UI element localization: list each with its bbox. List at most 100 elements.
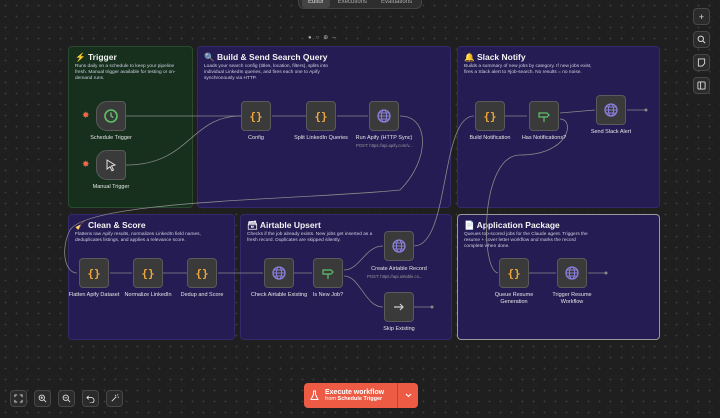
node-normalize[interactable]: {} xyxy=(133,258,163,288)
sticky-title: ⚡ Trigger xyxy=(75,52,117,62)
if-branch-icon xyxy=(322,269,334,279)
undo-icon xyxy=(86,395,95,403)
node-flatten[interactable]: {} xyxy=(79,258,109,288)
code-icon: {} xyxy=(483,109,497,123)
fit-view-button[interactable] xyxy=(10,390,27,407)
execute-from-node: Schedule Trigger xyxy=(337,396,383,402)
node-build-notification[interactable]: {} xyxy=(475,101,505,131)
node-subtitle: POST: https://api.airtable.co... xyxy=(367,274,423,279)
toggle-panel-button[interactable] xyxy=(693,77,710,94)
node-queue-resume[interactable]: {} xyxy=(499,258,529,288)
sticky-title: 🗃 Airtable Upsert xyxy=(247,220,321,230)
flask-icon xyxy=(310,390,319,400)
search-nodes-button[interactable] xyxy=(693,31,710,48)
node-check-airtable[interactable] xyxy=(264,258,294,288)
tab-executions[interactable]: Executions xyxy=(337,0,368,5)
panel-icon xyxy=(697,81,706,90)
add-sticky-button[interactable] xyxy=(693,54,710,71)
node-label: Queue Resume Generation xyxy=(494,292,534,305)
node-label: Manual Trigger xyxy=(92,184,130,190)
cursor-icon xyxy=(106,159,117,172)
trigger-bolt-icon: ✸ xyxy=(82,159,90,169)
sticky-body: Loads your search config (titles, locati… xyxy=(204,64,328,81)
node-subtitle: POST: https://api.apify.com/v... xyxy=(356,143,413,148)
globe-icon xyxy=(604,103,618,117)
sticky-body: Builds a summary of new jobs by category… xyxy=(464,64,592,75)
node-label: Create Airtable Record xyxy=(371,266,427,272)
search-icon xyxy=(697,35,706,44)
trigger-bolt-icon: ✸ xyxy=(82,110,90,120)
node-dedup[interactable]: {} xyxy=(187,258,217,288)
globe-icon xyxy=(272,266,286,280)
globe-icon xyxy=(565,266,579,280)
code-icon: {} xyxy=(314,109,328,123)
node-label: Run Apify (HTTP Sync) xyxy=(355,135,413,141)
node-label: Dedup and Score xyxy=(180,292,224,298)
node-create-record[interactable] xyxy=(384,231,414,261)
node-config[interactable]: {} xyxy=(241,101,271,131)
if-branch-icon xyxy=(538,112,550,122)
node-label: Skip Existing xyxy=(383,326,415,332)
pager-dot[interactable]: ○ xyxy=(315,35,320,41)
code-icon: {} xyxy=(87,266,101,280)
pager-dot[interactable]: – xyxy=(332,35,336,41)
sticky-note-icon xyxy=(697,58,706,67)
zoom-out-button[interactable] xyxy=(58,390,75,407)
fit-view-icon xyxy=(14,394,23,403)
node-split-queries[interactable]: {} xyxy=(306,101,336,131)
node-label: Is New Job? xyxy=(312,292,344,298)
globe-icon xyxy=(392,239,406,253)
node-label: Send Slack Alert xyxy=(590,129,632,135)
wand-icon xyxy=(111,394,119,402)
node-trigger-resume[interactable] xyxy=(557,258,587,288)
tab-evaluations[interactable]: Evaluations xyxy=(381,0,413,5)
zoom-out-icon xyxy=(62,394,71,403)
execute-label: Execute workflow xyxy=(325,389,385,396)
pager-dot[interactable]: ⊕ xyxy=(323,35,329,41)
node-label: Trigger Resume Workflow xyxy=(552,292,592,305)
pager-dot[interactable]: ● xyxy=(308,35,312,41)
execute-workflow-button[interactable]: Execute workflow from Schedule Trigger xyxy=(304,383,418,408)
code-icon: {} xyxy=(507,266,521,280)
canvas-zoom-toolbar xyxy=(10,390,123,407)
plus-icon: + xyxy=(698,11,705,22)
sticky-title: 🧹 Clean & Score xyxy=(75,220,146,230)
arrow-right-icon xyxy=(394,303,404,311)
node-label: Check Airtable Existing xyxy=(250,292,308,298)
node-run-apify[interactable] xyxy=(369,101,399,131)
clock-icon xyxy=(104,109,118,123)
node-label: Has Notifications? xyxy=(521,135,567,141)
canvas-right-toolbar: + xyxy=(693,8,710,94)
view-tabs: Editor Executions Evaluations xyxy=(298,0,423,9)
execute-workflow-main[interactable]: Execute workflow from Schedule Trigger xyxy=(304,383,397,408)
node-manual-trigger[interactable] xyxy=(96,150,126,180)
globe-icon xyxy=(377,109,391,123)
sticky-body: Runs daily on a schedule to keep your pi… xyxy=(75,64,176,81)
zoom-in-button[interactable] xyxy=(34,390,51,407)
tab-editor[interactable]: Editor xyxy=(302,0,330,8)
node-label: Config xyxy=(248,135,264,141)
sticky-title: 📄 Application Package xyxy=(464,220,560,230)
undo-button[interactable] xyxy=(82,390,99,407)
node-schedule-trigger[interactable] xyxy=(96,101,126,131)
sticky-body: Checks if the job already exists. New jo… xyxy=(247,232,373,243)
chevron-down-icon xyxy=(405,393,411,398)
node-skip-existing[interactable] xyxy=(384,292,414,322)
sticky-title: 🔔 Slack Notify xyxy=(464,52,526,62)
node-label: Flatten Apify Dataset xyxy=(68,292,120,298)
zoom-in-icon xyxy=(38,394,47,403)
node-has-notifications[interactable] xyxy=(529,101,559,131)
sticky-title: 🔍 Build & Send Search Query xyxy=(204,52,328,62)
code-icon: {} xyxy=(195,266,209,280)
code-icon: {} xyxy=(141,266,155,280)
sticky-body: Flattens raw Apify results, normalizes L… xyxy=(75,232,201,243)
execute-from: from Schedule Trigger xyxy=(325,396,384,402)
add-node-button[interactable]: + xyxy=(693,8,710,25)
code-icon: {} xyxy=(249,109,263,123)
node-label: Schedule Trigger xyxy=(90,135,132,141)
sticky-body: Queues top-scored jobs for the Claude ag… xyxy=(464,232,588,249)
node-send-slack[interactable] xyxy=(596,95,626,125)
execute-options-button[interactable] xyxy=(397,383,418,408)
node-is-new-job[interactable] xyxy=(313,258,343,288)
tidy-up-button[interactable] xyxy=(106,390,123,407)
